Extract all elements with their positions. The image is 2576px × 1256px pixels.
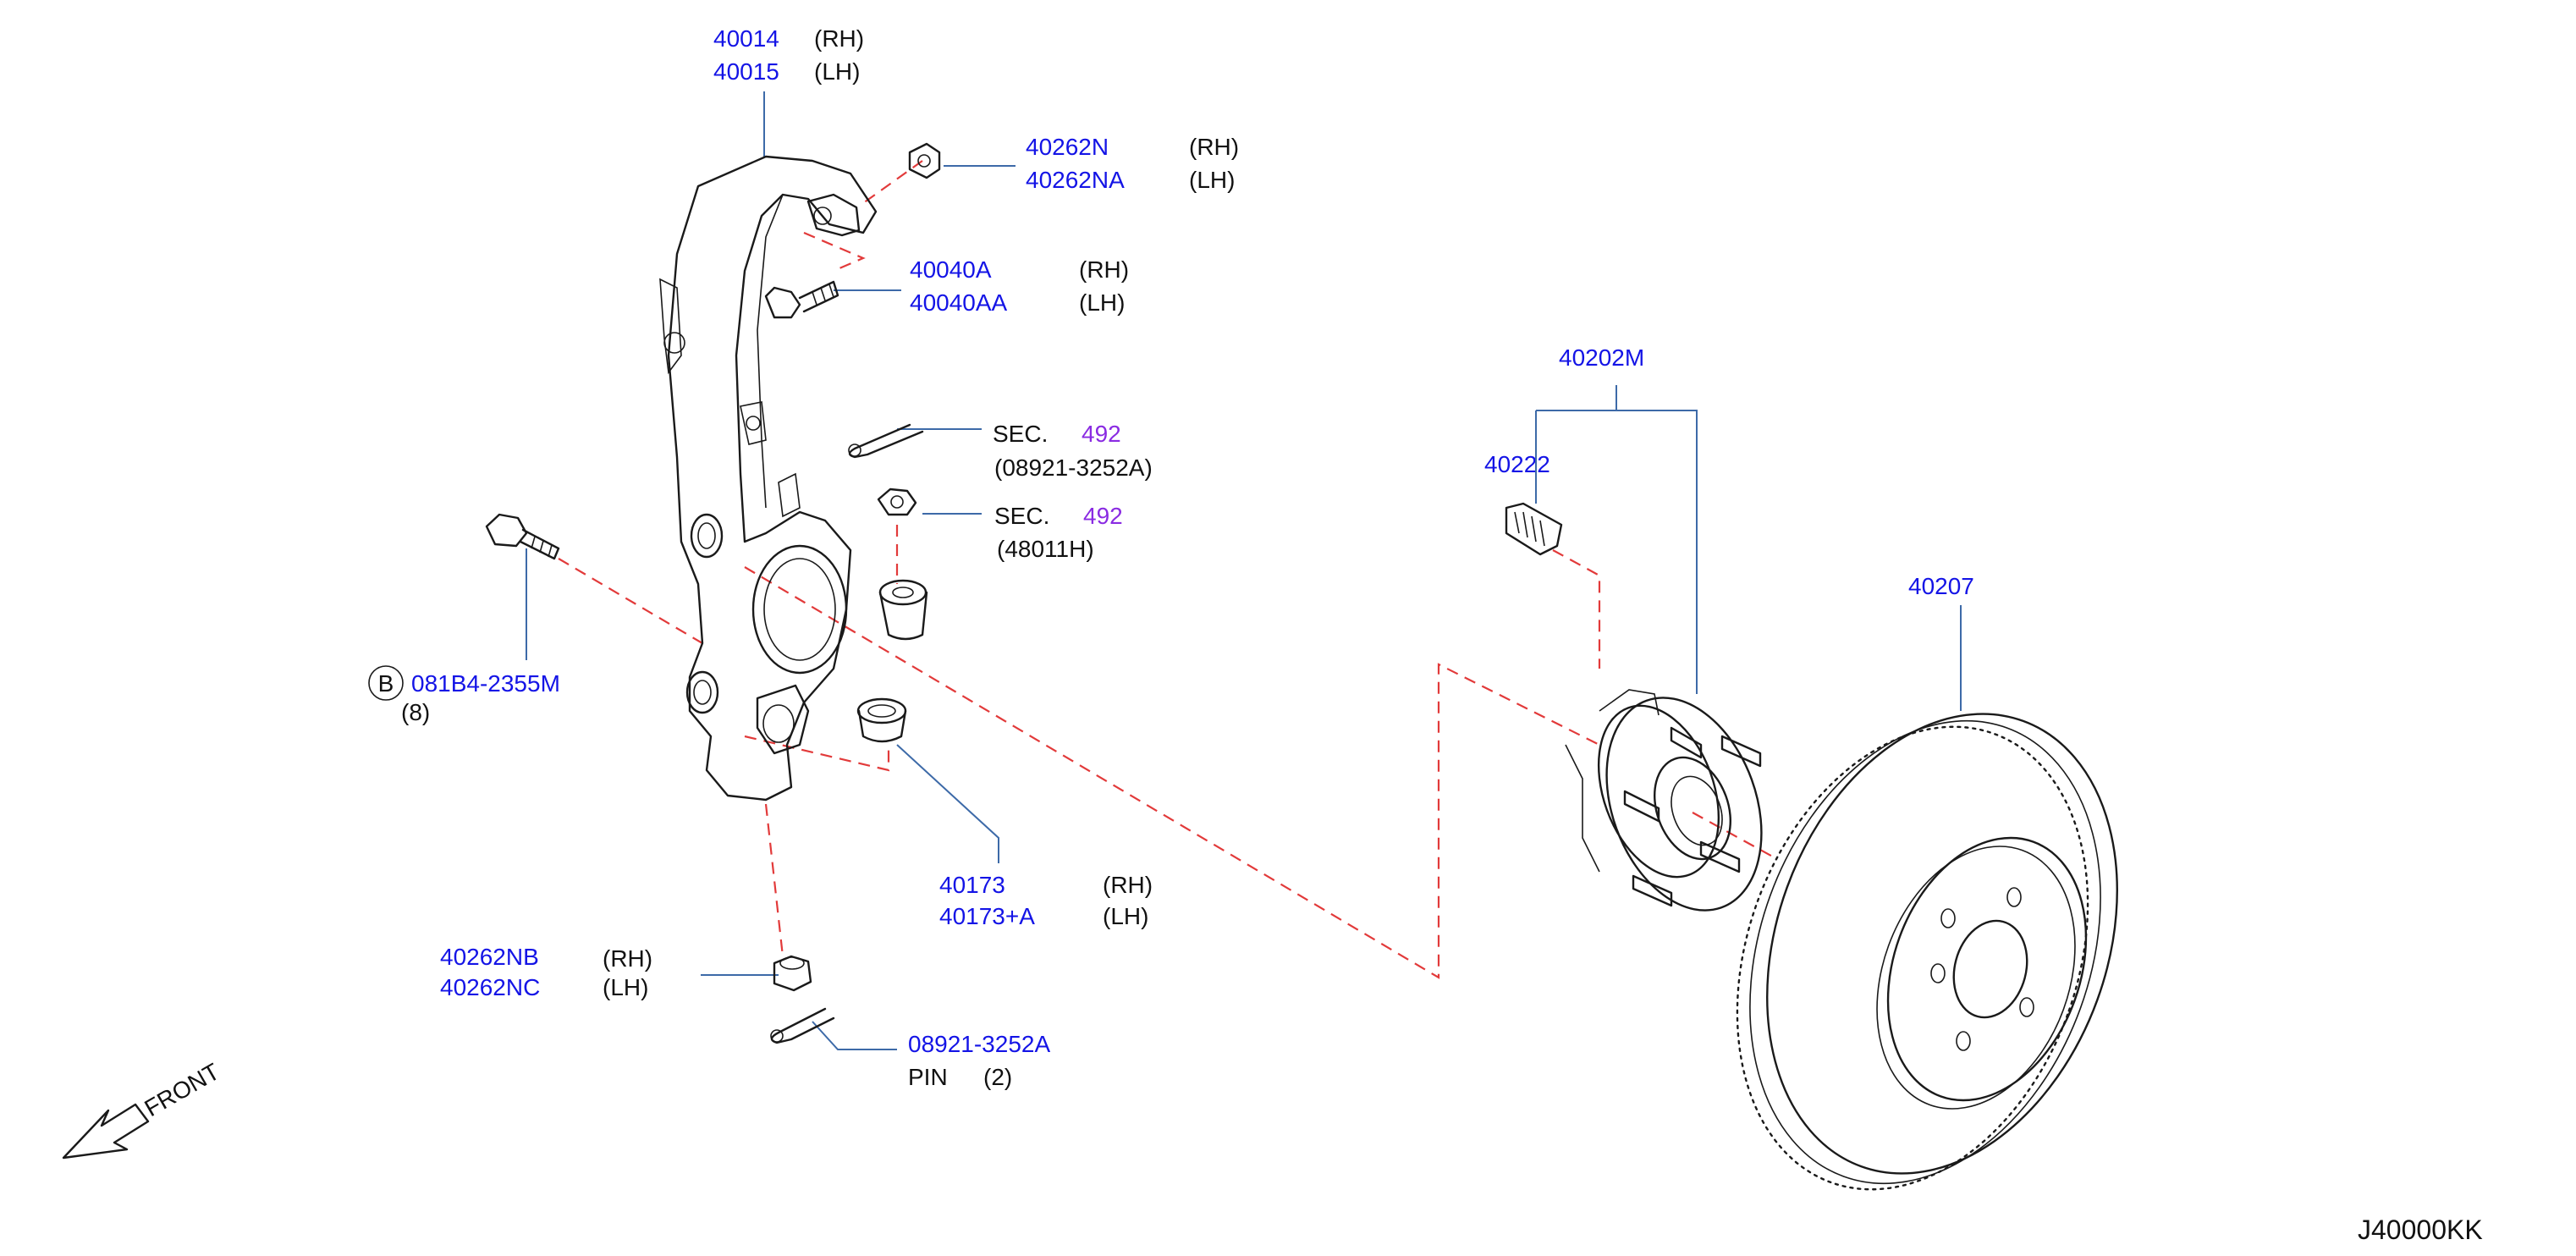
sec-label: SEC.	[993, 421, 1048, 447]
sec-number-link[interactable]: 492	[1083, 503, 1123, 529]
part-number-stud[interactable]: 40222	[1484, 451, 1550, 477]
callout-cotter-sec: SEC. 492 (08921-3252A)	[993, 421, 1153, 481]
side-rh: (RH)	[1189, 134, 1239, 160]
callout-nut-top: 40262N (RH) 40262NA (LH)	[1026, 134, 1239, 193]
sec-reference: (08921-3252A)	[994, 454, 1153, 481]
cotter-pin-sec	[848, 423, 924, 459]
side-lh: (LH)	[1189, 167, 1235, 193]
part-number-seal-rh[interactable]: 40173	[939, 872, 1005, 898]
callout-bolt-top: 40040A (RH) 40040AA (LH)	[910, 256, 1129, 316]
assembly-lines	[558, 160, 1778, 979]
part-number-rotor[interactable]: 40207	[1908, 573, 1974, 599]
callout-bolt-b: B 081B4-2355M (8)	[368, 665, 560, 725]
sec-reference: (48011H)	[997, 536, 1094, 562]
quantity: (2)	[983, 1064, 1012, 1090]
part-number-pin[interactable]: 08921-3252A	[908, 1031, 1050, 1057]
side-lh: (LH)	[1079, 289, 1125, 316]
sec-label: SEC.	[994, 503, 1049, 529]
wheel-hub	[1505, 502, 1763, 912]
part-number-bolt-top-lh[interactable]: 40040AA	[910, 289, 1008, 316]
callout-nut-sec: SEC. 492 (48011H)	[994, 503, 1123, 562]
cotter-pin-bottom	[770, 1007, 835, 1044]
part-number-hub[interactable]: 40202M	[1559, 344, 1644, 371]
part-number-nut-top-lh[interactable]: 40262NA	[1026, 167, 1125, 193]
sec-number-link[interactable]: 492	[1082, 421, 1121, 447]
part-number-bolt-top-rh[interactable]: 40040A	[910, 256, 992, 283]
seal	[856, 697, 907, 743]
part-number-seal-lh[interactable]: 40173+A	[939, 903, 1035, 929]
nut-top	[908, 142, 941, 179]
front-label: FRONT	[140, 1058, 224, 1121]
part-number-nut-bottom-lh[interactable]: 40262NC	[440, 974, 540, 1000]
bolt-top	[764, 280, 839, 319]
quantity: (8)	[401, 699, 430, 725]
callout-rotor: 40207	[1908, 573, 1974, 599]
side-rh: (RH)	[814, 25, 864, 52]
brake-rotor	[1736, 713, 2118, 1191]
b-circle-icon	[368, 665, 404, 701]
side-rh: (RH)	[1103, 872, 1153, 898]
diagram-code: J40000KK	[2358, 1215, 2483, 1245]
side-lh: (LH)	[814, 58, 860, 85]
leader-lines	[526, 91, 1962, 1050]
bushing	[878, 579, 928, 641]
callout-seal: 40173 (RH) 40173+A (LH)	[939, 872, 1153, 929]
callout-hub: 40202M	[1559, 344, 1644, 371]
part-number-nut-bottom-rh[interactable]: 40262NB	[440, 944, 539, 970]
nut-bottom	[773, 955, 812, 992]
part-number-knuckle-lh[interactable]: 40015	[713, 58, 779, 85]
nut-sec	[877, 488, 917, 516]
front-indicator: FRONT	[62, 1058, 224, 1160]
callout-knuckle: 40014 (RH) 40015 (LH)	[713, 25, 864, 85]
side-lh: (LH)	[1103, 903, 1148, 929]
side-lh: (LH)	[603, 974, 648, 1000]
callout-nut-bottom: 40262NB (RH) 40262NC (LH)	[440, 944, 652, 1000]
steering-knuckle	[659, 155, 878, 802]
side-rh: (RH)	[603, 945, 652, 972]
side-rh: (RH)	[1079, 256, 1129, 283]
part-number-knuckle-rh[interactable]: 40014	[713, 25, 779, 52]
front-arrow-icon	[62, 1103, 150, 1160]
pin-label: PIN	[908, 1064, 948, 1090]
callout-stud: 40222	[1484, 451, 1550, 477]
callout-pin: 08921-3252A PIN (2)	[908, 1031, 1050, 1090]
b-circle-letter: B	[378, 670, 394, 697]
part-number-bolt-b[interactable]: 081B4-2355M	[411, 670, 560, 697]
part-number-nut-top-rh[interactable]: 40262N	[1026, 134, 1109, 160]
bolt-b	[485, 513, 560, 560]
